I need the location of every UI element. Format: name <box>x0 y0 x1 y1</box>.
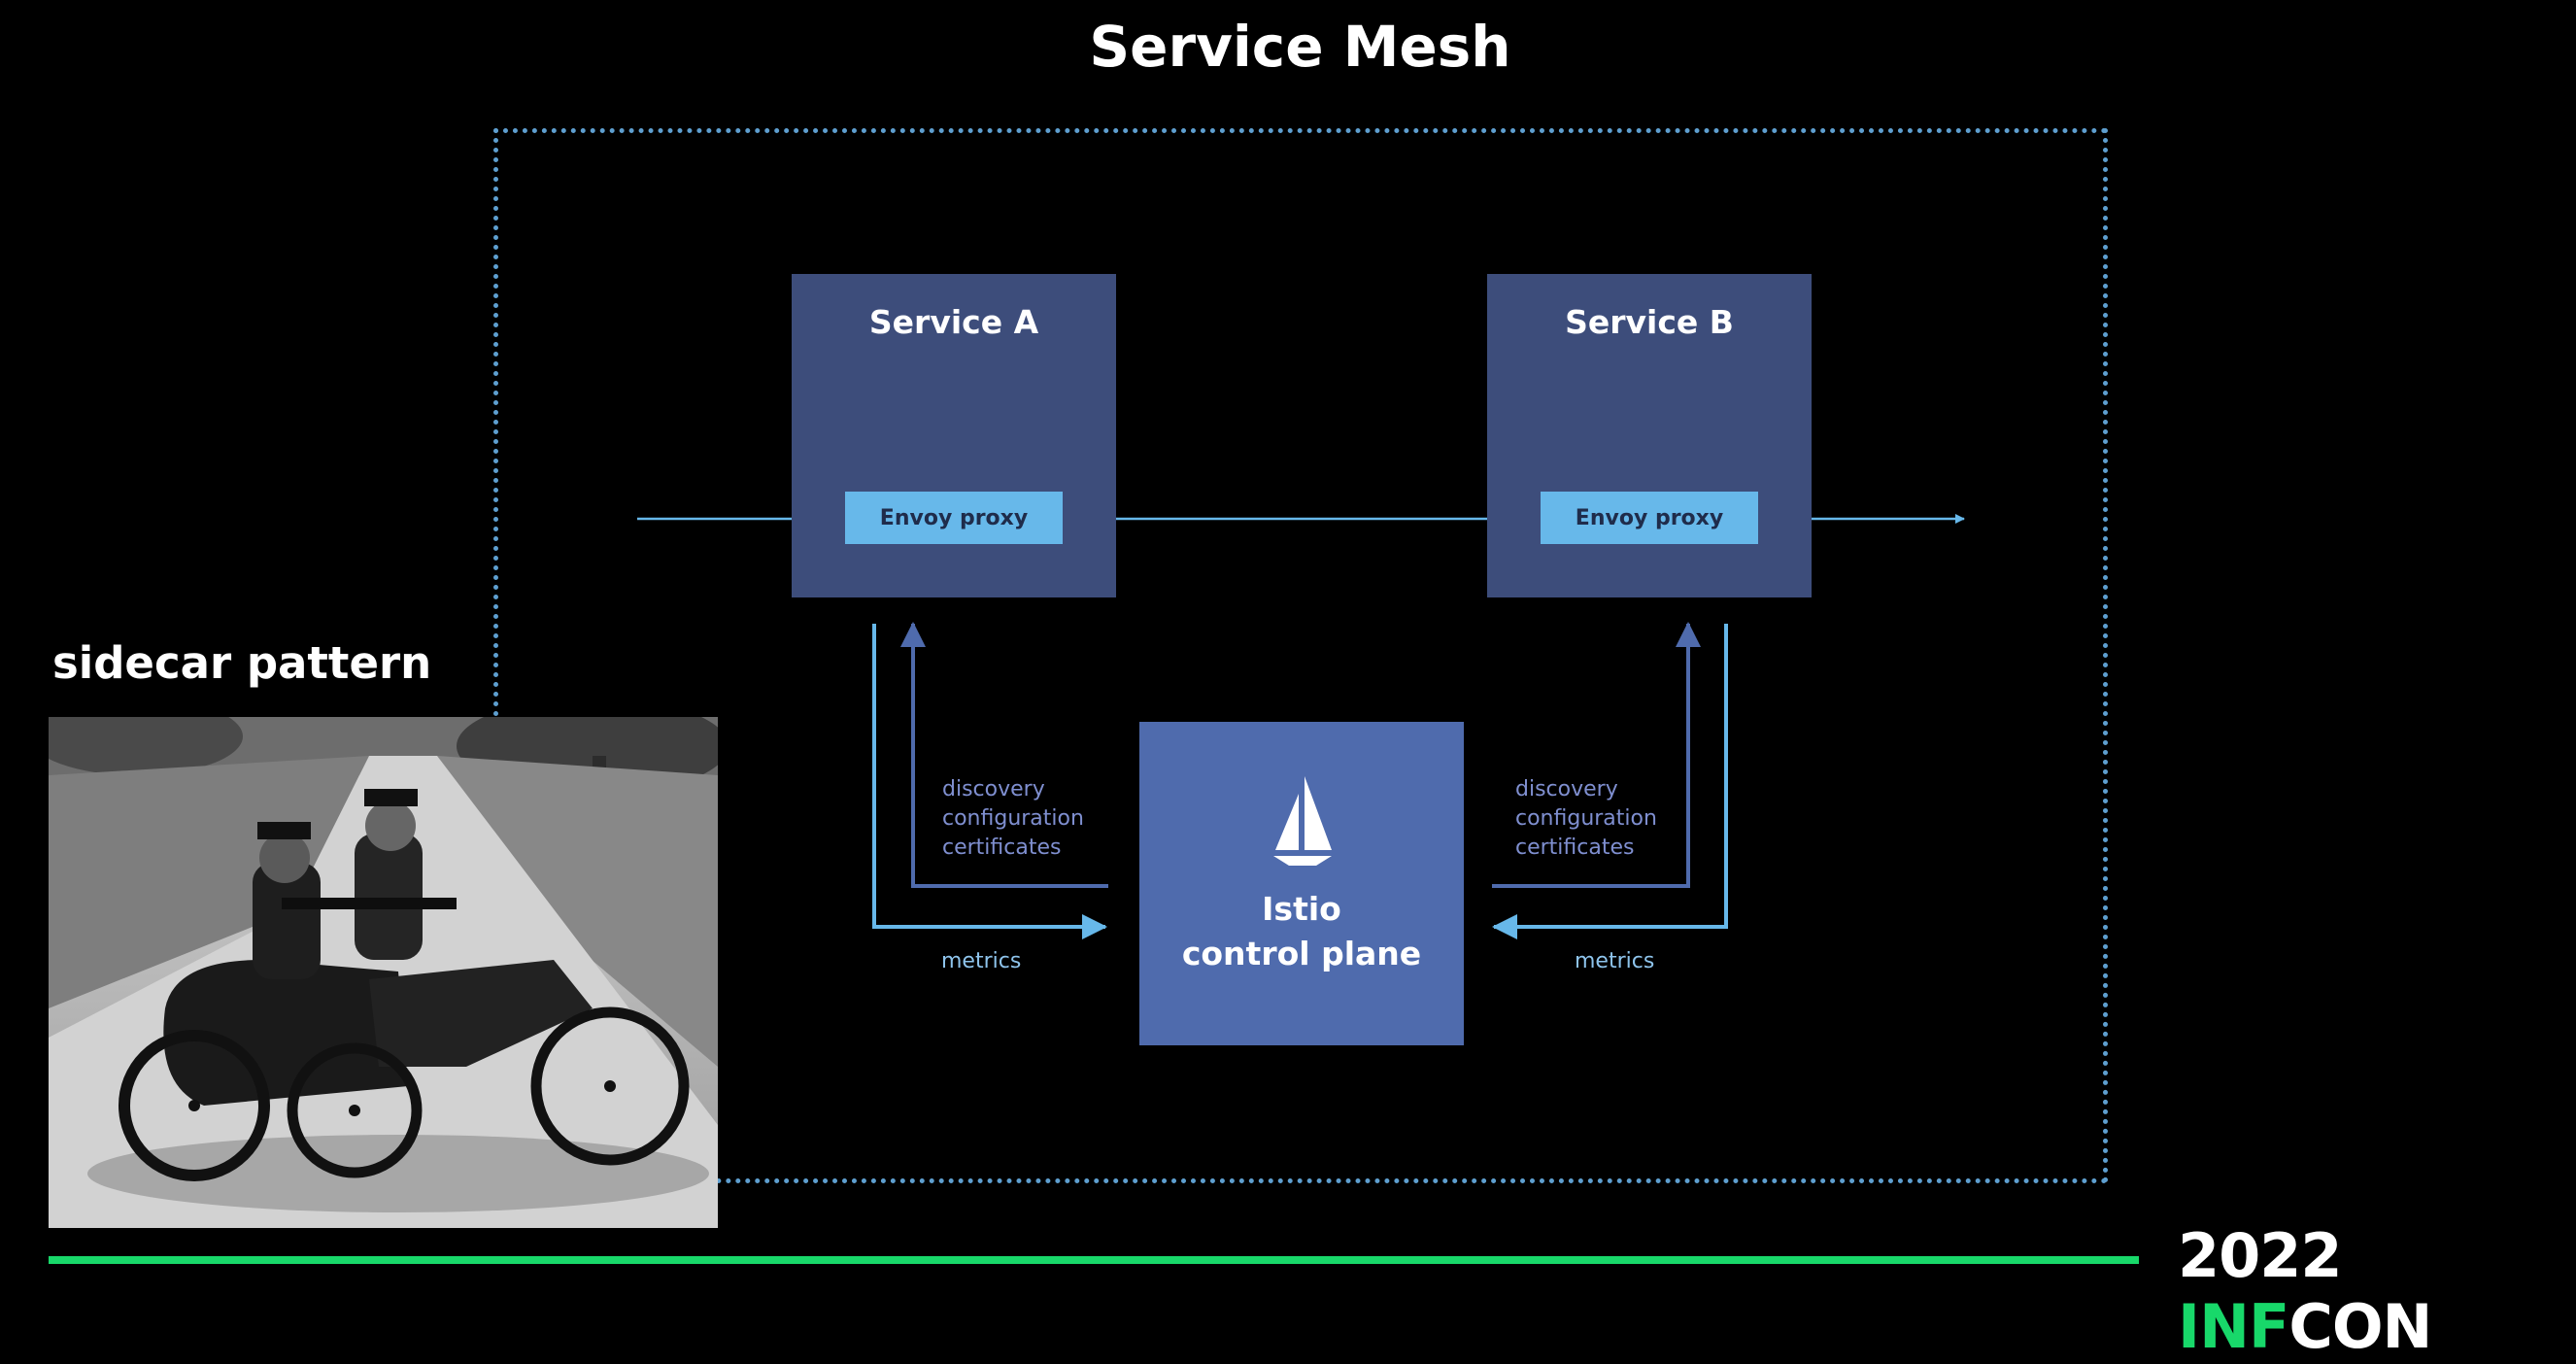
right-metrics-label: metrics <box>1575 949 1655 973</box>
istio-sail-icon <box>1273 776 1332 866</box>
control-plane-subtitle: control plane <box>1181 935 1422 972</box>
infcon-2022-logo: 2022 INFCON <box>2178 1220 2576 1362</box>
control-plane-name: Istio <box>1262 890 1341 928</box>
right-info-certificates: certificates <box>1515 835 1635 860</box>
slide-title: Service Mesh <box>1089 14 1511 80</box>
right-config-arrow <box>1492 622 1701 888</box>
left-info-configuration: configuration <box>942 806 1084 831</box>
service-b-box: Service B Envoy proxy <box>1487 274 1812 597</box>
service-a-box: Service A Envoy proxy <box>792 274 1116 597</box>
left-config-arrow <box>900 622 1108 888</box>
footer-accent-line <box>49 1256 2139 1264</box>
sidecar-motorcycle-photo <box>49 717 718 1228</box>
service-a-envoy-proxy: Envoy proxy <box>845 492 1063 544</box>
service-a-title: Service A <box>868 303 1039 341</box>
sidecar-pattern-label: sidecar pattern <box>52 637 432 689</box>
istio-control-plane-box: Istio control plane <box>1139 722 1464 1045</box>
brand-rest: CON <box>2288 1291 2432 1362</box>
service-b-title: Service B <box>1565 303 1734 341</box>
service-mesh-boundary <box>493 128 2108 1183</box>
left-metrics-label: metrics <box>941 949 1022 973</box>
left-info-discovery: discovery <box>942 777 1045 801</box>
left-info-certificates: certificates <box>942 835 1062 860</box>
right-info-text: discovery configuration certificates <box>1515 775 1657 863</box>
sidecar-photo-illustration <box>49 717 718 1228</box>
brand-year: 2022 <box>2178 1220 2343 1291</box>
right-metrics-arrow <box>1492 624 1728 939</box>
control-plane-label: Istio control plane <box>1139 887 1464 976</box>
service-b-envoy-proxy: Envoy proxy <box>1541 492 1758 544</box>
right-info-discovery: discovery <box>1515 777 1618 801</box>
left-info-text: discovery configuration certificates <box>942 775 1084 863</box>
left-metrics-arrow <box>872 624 1107 939</box>
brand-accent: INF <box>2178 1291 2289 1362</box>
right-info-configuration: configuration <box>1515 806 1657 831</box>
